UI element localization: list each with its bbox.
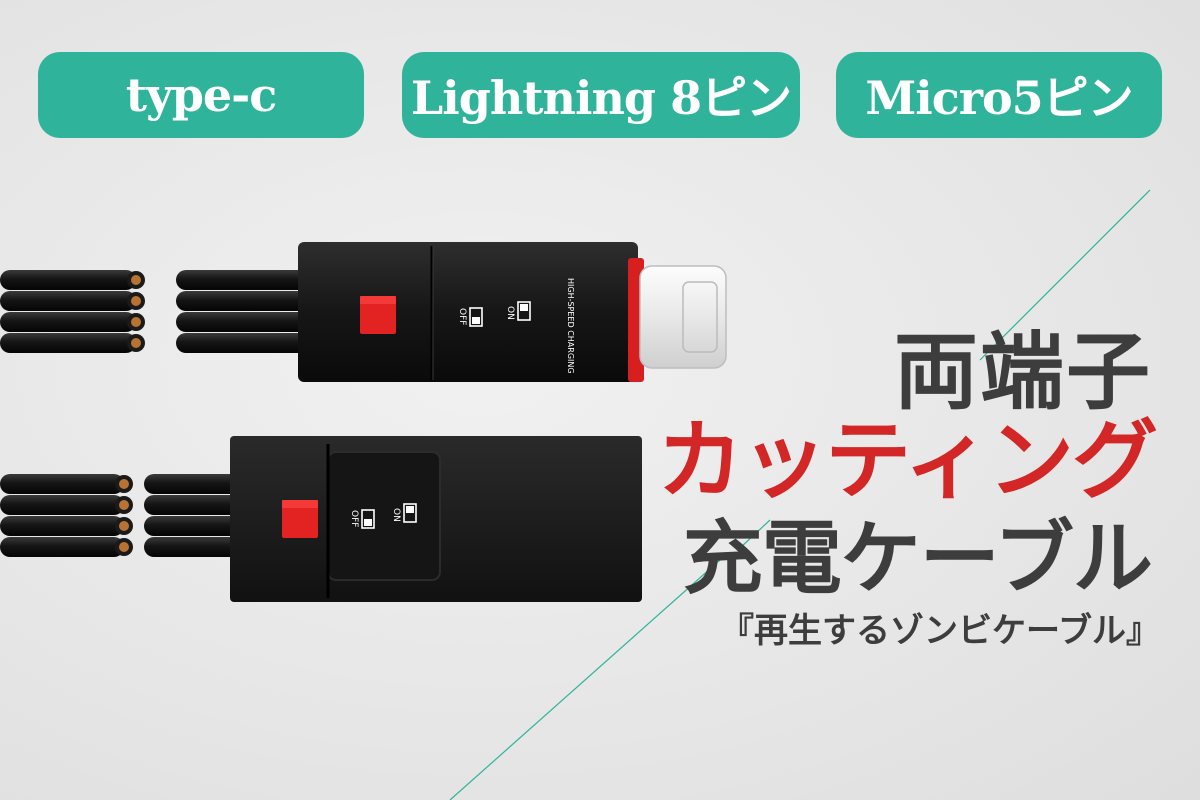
top-left-wires	[0, 270, 145, 353]
lightning-cable-group	[0, 242, 727, 382]
switch-label-on-top: ON	[505, 306, 515, 320]
bottom-left-wires	[0, 474, 133, 557]
switch-label-off-top: OFF	[457, 308, 467, 325]
red-cut-button-top	[360, 296, 396, 334]
red-cut-button-bottom	[282, 500, 318, 538]
usb-cable-group	[0, 436, 642, 602]
device-brand-label: HIGH-SPEED CHARGING	[566, 278, 575, 374]
headline-line-1: 両端子	[893, 322, 1152, 421]
bottom-right-wires	[144, 474, 244, 557]
top-right-wires	[176, 270, 316, 353]
headline-subtitle: 『再生するゾンビケーブル』	[720, 611, 1160, 651]
badge-type-c: type-c	[38, 52, 364, 138]
headline-line-2: カッティング	[657, 410, 1158, 511]
switch-label-on-bottom: ON	[391, 508, 401, 522]
switch-label-off-bottom: OFF	[349, 510, 359, 527]
headline-line-3: 充電ケーブル	[682, 511, 1153, 605]
badge-micro5: Micro5ピン	[836, 52, 1162, 138]
lightning-connector-body	[298, 242, 638, 382]
badge-lightning: Lightning 8ピン	[402, 52, 800, 138]
